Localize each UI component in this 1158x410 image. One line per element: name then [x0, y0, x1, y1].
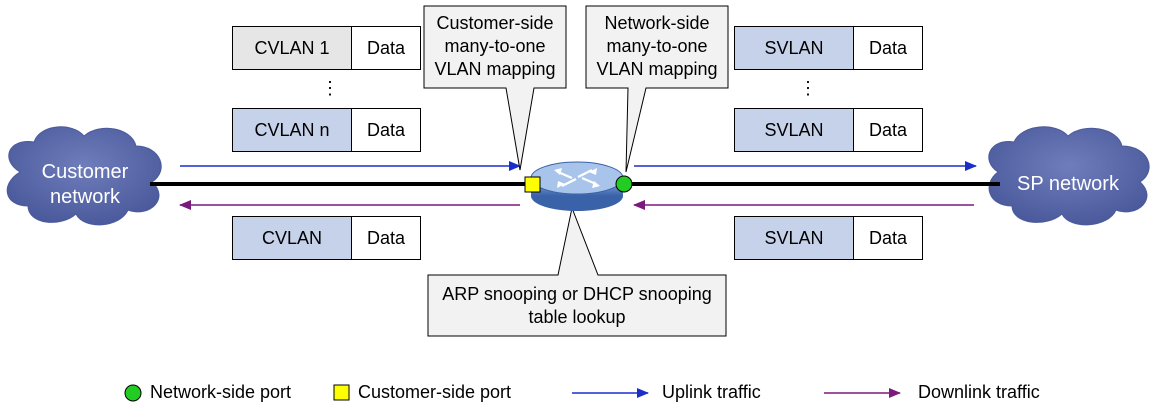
- frame-data: Data: [854, 27, 922, 69]
- network-side-port: [615, 175, 633, 193]
- network-side-callout: [585, 5, 729, 173]
- frame-cvlan-1: CVLAN 1 Data: [232, 26, 421, 70]
- customer-side-callout: [423, 5, 567, 171]
- frame-data: Data: [352, 217, 420, 259]
- frame-data: Data: [352, 27, 420, 69]
- lookup-callout-text: ARP snooping or DHCP snooping table look…: [442, 284, 712, 327]
- left-ellipsis: ⋮: [321, 78, 339, 98]
- frame-svlan-mid: SVLAN Data: [734, 108, 923, 152]
- customer-network-label: Customer network: [41, 161, 129, 208]
- legend-uplink-label: Uplink traffic: [662, 382, 761, 402]
- customer-side-callout-text: Customer-side many-to-one VLAN mapping: [434, 13, 556, 79]
- frame-data: Data: [854, 109, 922, 151]
- frame-tag: SVLAN: [735, 217, 854, 259]
- legend-network-port-label: Network-side port: [150, 382, 292, 402]
- customer-side-port: [524, 176, 541, 193]
- frame-tag: CVLAN n: [233, 109, 352, 151]
- legend-customer-port-label: Customer-side port: [358, 382, 512, 402]
- frame-tag: CVLAN 1: [233, 27, 352, 69]
- frame-tag: SVLAN: [735, 27, 854, 69]
- network-side-callout-text: Network-side many-to-one VLAN mapping: [596, 13, 718, 79]
- frame-data: Data: [352, 109, 420, 151]
- frame-tag: SVLAN: [735, 109, 854, 151]
- legend-network-port-icon: [124, 384, 142, 402]
- legend-customer-port-icon: [333, 384, 350, 401]
- right-ellipsis: ⋮: [799, 78, 817, 98]
- legend-downlink-label: Downlink traffic: [918, 382, 1040, 402]
- frame-svlan-bottom: SVLAN Data: [734, 216, 923, 260]
- frame-cvlan-n: CVLAN n Data: [232, 108, 421, 152]
- sp-network-label: SP network: [1017, 173, 1119, 195]
- frame-svlan-top: SVLAN Data: [734, 26, 923, 70]
- frame-data: Data: [854, 217, 922, 259]
- sp-cloud: [988, 126, 1150, 226]
- switch-icon: [530, 161, 624, 211]
- lookup-callout: [427, 206, 727, 337]
- frame-cvlan: CVLAN Data: [232, 216, 421, 260]
- frame-tag: CVLAN: [233, 217, 352, 259]
